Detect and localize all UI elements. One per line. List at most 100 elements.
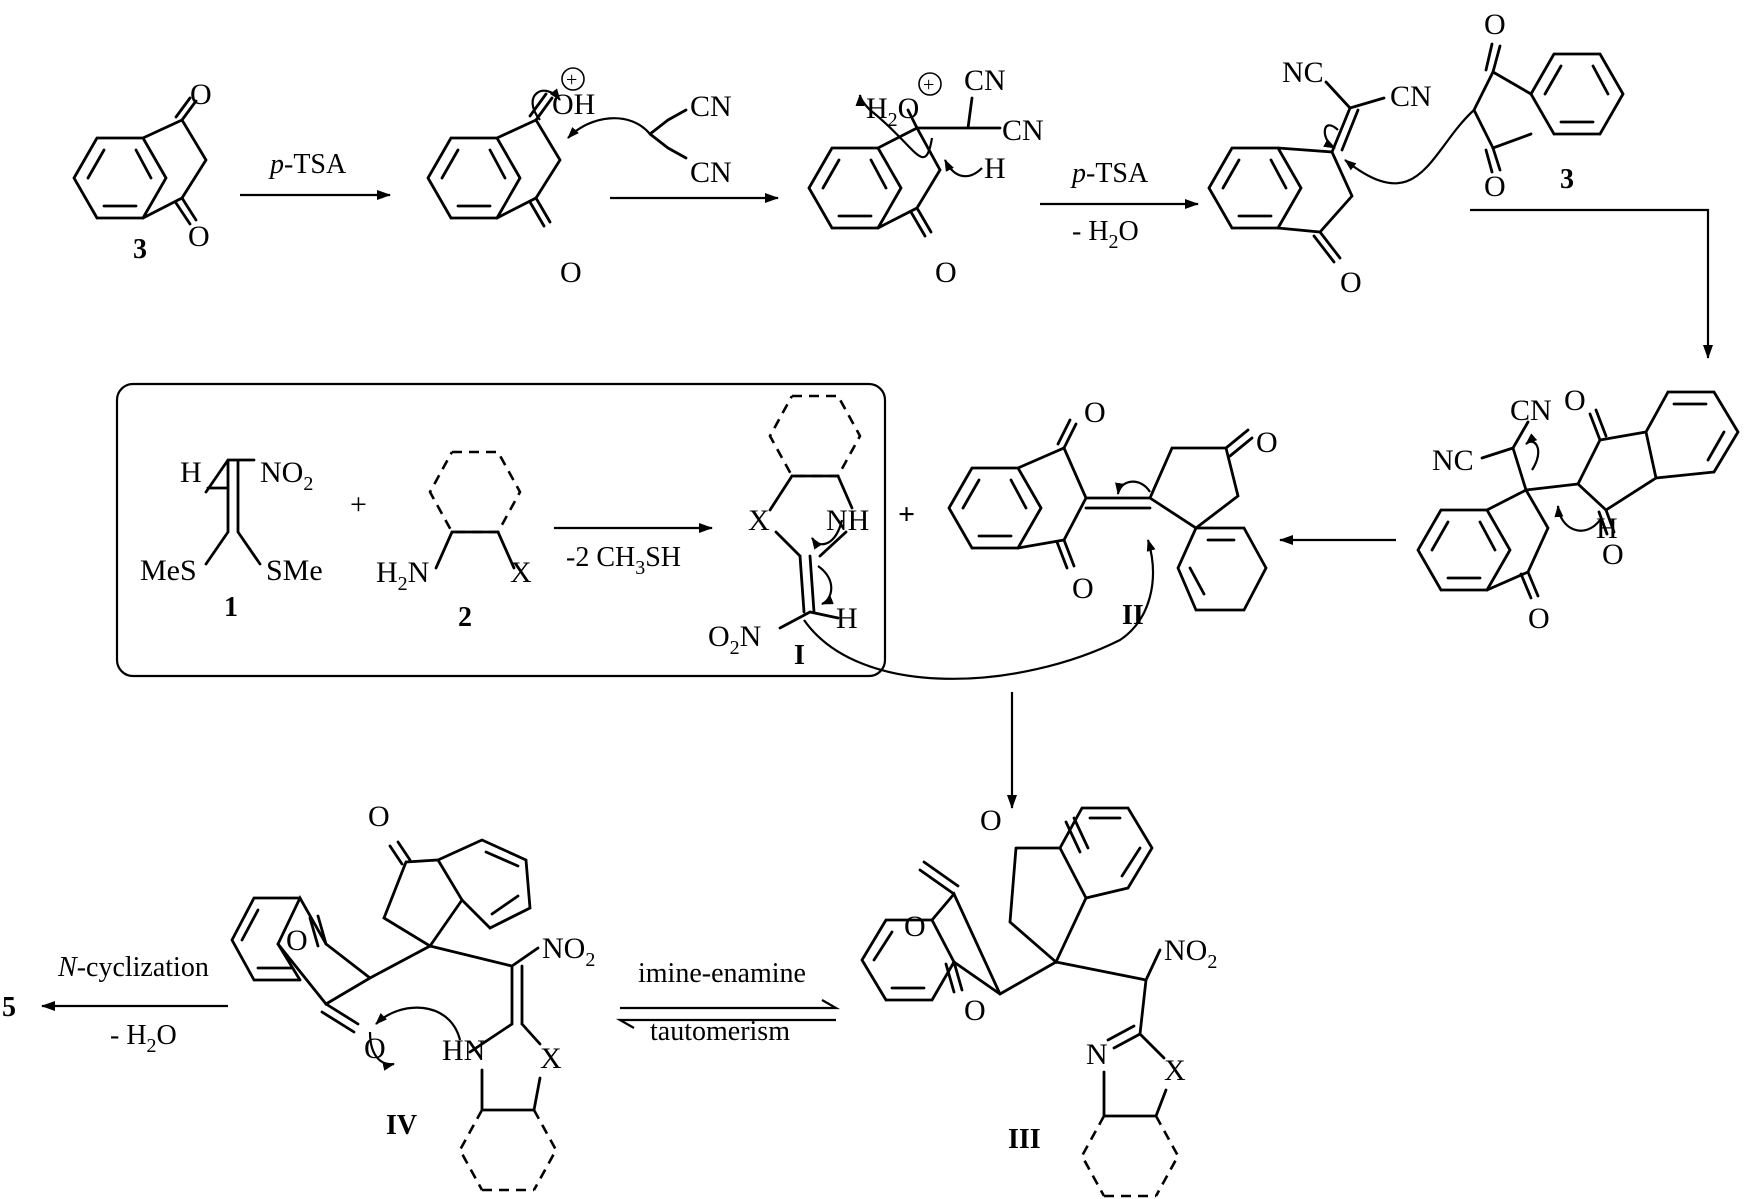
heteroatom-x: X: [748, 504, 770, 537]
oxygen-label: O: [1484, 170, 1506, 203]
svg-text:NO2: NO2: [542, 932, 595, 971]
nitro-subscript: 2: [585, 949, 595, 971]
nitro-label: NO: [260, 456, 303, 489]
water-subscript: 2: [888, 109, 898, 131]
tautomerism-equilibrium: imine-enamine tautomerism: [615, 958, 841, 1047]
reaction-arrow-elbow: [1470, 208, 1713, 359]
svg-text:p-TSA: p-TSA: [1070, 158, 1149, 189]
compound-1-nitroketene-dithioacetal: H NO2 MeS SMe 1: [140, 456, 323, 623]
reagent-ptsa: -TSA: [284, 149, 347, 180]
oxygen-label: O: [1484, 8, 1506, 41]
oxygen-label: O: [188, 220, 210, 253]
compound-2-bifunctional-amine: H2N X 2: [376, 450, 532, 633]
intermediate-III: O O O NO2 N X III: [860, 804, 1217, 1198]
svg-text:NO2: NO2: [1164, 934, 1217, 973]
reaction-arrow-n-cyclization: N-cyclization - H2O 5: [2, 952, 228, 1057]
oxygen-label: O: [1564, 384, 1586, 417]
michael-adduct: O NC CN O O H: [1416, 384, 1740, 635]
svg-text:H2N: H2N: [376, 556, 429, 595]
intermediate-IV: O NO2 O O HN X IV: [230, 800, 595, 1192]
nitrile-label: CN: [1002, 114, 1044, 147]
water-hydrogen: H: [866, 92, 888, 125]
hydrogen-label: H: [836, 602, 858, 635]
oxygen-label: O: [1528, 602, 1550, 635]
reagent-italic-p: p: [1070, 158, 1086, 189]
svg-text:O2N: O2N: [708, 620, 761, 659]
reagent-italic-n: N: [57, 952, 78, 983]
nitrile-label: CN: [690, 156, 732, 189]
oxygen-label: O: [1602, 538, 1624, 571]
nitro-subscript: 2: [1207, 951, 1217, 973]
compound-3-indanedione-attacking: O O 3: [1344, 8, 1625, 203]
positive-charge: +: [566, 69, 577, 91]
methylthio-label: SMe: [266, 554, 323, 587]
heteroatom-x: X: [540, 1042, 562, 1075]
nitro-oxygen: O: [708, 620, 730, 653]
svg-text:- H2O: - H2O: [1072, 216, 1139, 253]
hydroxyl-label: OH: [552, 88, 595, 121]
reagent-sub-2: 2: [1109, 231, 1119, 253]
intermediate-label-I: I: [794, 640, 805, 671]
compound-3-indanedione: O O 3: [72, 78, 212, 265]
intermediate-label-II: II: [1122, 600, 1144, 631]
reagent-o: O: [157, 1020, 177, 1051]
hydrogen-label: H: [1596, 512, 1618, 545]
compound-number-3: 3: [1560, 164, 1574, 195]
reagent-mesh-sub: 3: [635, 557, 645, 579]
imine-n-label: N: [1086, 1038, 1108, 1071]
reaction-arrow-methanethiol-loss: -2 CH3SH: [554, 523, 713, 579]
nitrile-label: CN: [1510, 394, 1552, 427]
intermediate-I-ketene-aminal: X NH O2N H I: [708, 394, 869, 671]
oxygen-label: O: [560, 256, 582, 289]
plus-sign: +: [350, 488, 367, 521]
amine-subscript: 2: [398, 573, 408, 595]
intermediate-label-IV: IV: [386, 1110, 417, 1141]
oxygen-label: O: [980, 804, 1002, 837]
oxygen-label: O: [286, 924, 308, 957]
svg-text:-2 CH3SH: -2 CH3SH: [566, 542, 681, 579]
nitro-subscript: 2: [730, 637, 740, 659]
methylthio-label: MeS: [140, 554, 197, 587]
tautomerism-label-top: imine-enamine: [638, 958, 806, 989]
reagent-mesh: -2 CH: [566, 542, 635, 573]
reagent-cyclization: -cyclization: [77, 952, 209, 983]
reagent-ptsa: -TSA: [1086, 158, 1149, 189]
nucleophilic-attack-arrow: [803, 539, 1156, 680]
oxygen-label: O: [1340, 266, 1362, 299]
nitro-label: NO: [542, 932, 585, 965]
svg-text:p-TSA: p-TSA: [268, 149, 347, 180]
oxygen-label: O: [190, 78, 212, 111]
tautomerism-label-bottom: tautomerism: [650, 1016, 790, 1047]
positive-charge: +: [923, 74, 934, 96]
malononitrile-adduct: O H2O + CN CN H: [807, 64, 1044, 289]
oxygen-label: O: [904, 910, 926, 943]
amine-nitrogen: N: [408, 556, 430, 589]
nitrile-label: NC: [1432, 444, 1474, 477]
nitrile-label: CN: [964, 64, 1006, 97]
reaction-arrow-ptsa-2: p-TSA - H2O: [1040, 158, 1199, 253]
oxygen-label: O: [1084, 396, 1106, 429]
intermediate-II-bindone: O O O II: [947, 396, 1278, 631]
amine-nh-label: NH: [826, 504, 869, 537]
compound-number-3: 3: [133, 234, 147, 265]
water-oxygen: O: [898, 92, 920, 125]
nitro-subscript: 2: [303, 473, 313, 495]
malononitrile: CN CN: [567, 90, 732, 189]
reagent-mesh-tail: SH: [645, 542, 681, 573]
nitrile-label: NC: [1282, 56, 1324, 89]
oxygen-label: O: [368, 800, 390, 833]
indanylidene-malononitrile: O NC CN: [1207, 56, 1432, 299]
oxygen-label: O: [1256, 426, 1278, 459]
plus-sign: +: [898, 498, 915, 531]
nitrile-label: CN: [1390, 80, 1432, 113]
reaction-arrow-ptsa-1: p-TSA: [240, 149, 391, 200]
compound-number-2: 2: [458, 602, 472, 633]
reagent-italic-p: p: [268, 149, 284, 180]
svg-text:N-cyclization: N-cyclization: [57, 952, 209, 983]
oxygen-label: O: [935, 256, 957, 289]
compound-number-5: 5: [2, 992, 16, 1023]
oxygen-label: O: [964, 994, 986, 1027]
svg-text:H2O: H2O: [866, 92, 919, 131]
intermediate-label-III: III: [1008, 1124, 1041, 1155]
